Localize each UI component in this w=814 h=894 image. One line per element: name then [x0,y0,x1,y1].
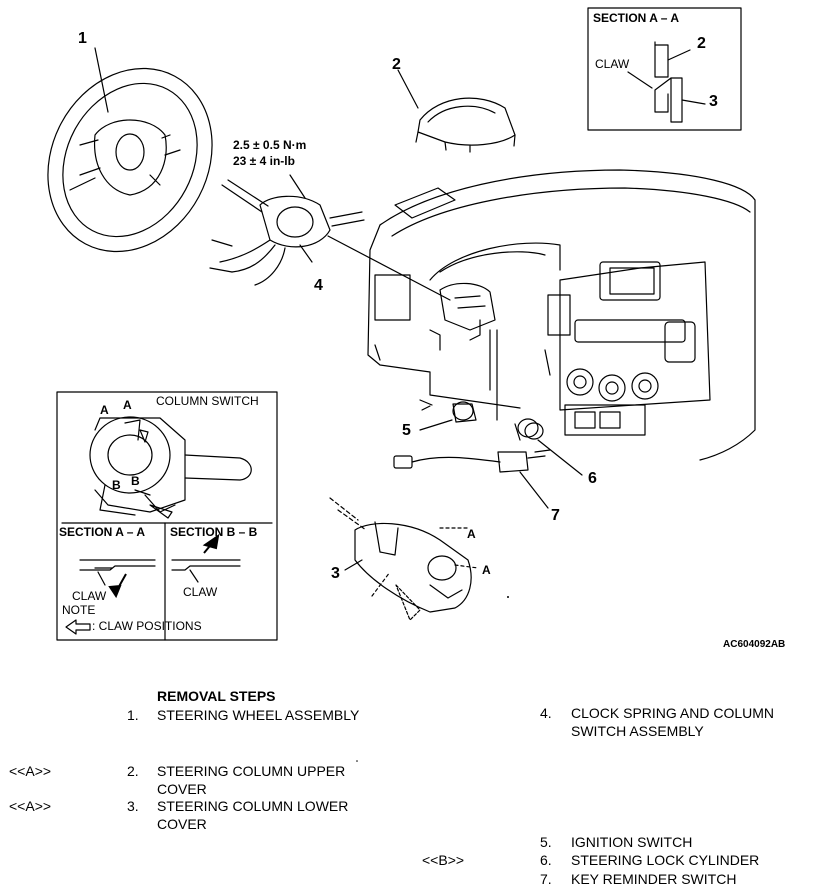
lock-cylinder-drawing [514,418,583,476]
step-mark: <<A>> [9,763,52,779]
callout-7: 7 [551,507,560,524]
step-number: 3. [127,798,139,814]
detail-column-switch: COLUMN SWITCH [156,394,259,408]
ignition-switch-drawing [419,399,477,431]
lower-cover-drawing [329,497,479,621]
section-aa-top-diagram [587,7,742,131]
step-number: 2. [127,763,139,779]
step-number: 4. [540,705,552,721]
step-text: IGNITION SWITCH [571,834,693,850]
step-text: STEERING COLUMN UPPER COVER [157,763,346,797]
cover-letter-a1: A [467,527,476,541]
callout-4: 4 [314,277,323,294]
detail-claw-left: CLAW [72,589,107,603]
section-aa-top-3: 3 [709,93,718,110]
detail-letter-b1: B [112,478,121,492]
step-number: 5. [540,834,552,850]
detail-claw-right: CLAW [183,585,218,599]
step-number: 6. [540,852,552,868]
detail-section-aa: SECTION A – A [59,525,146,539]
section-aa-top-claw: CLAW [595,57,630,71]
instrument-panel-drawing [327,169,756,461]
callout-6: 6 [588,470,597,487]
torque-inlb: 23 ± 4 in-lb [233,154,295,168]
detail-box-diagram [56,391,278,641]
step-number: 1. [127,707,139,723]
step-text: STEERING COLUMN LOWER COVER [157,798,349,832]
step-text: CLOCK SPRING AND COLUMN SWITCH ASSEMBLY [571,705,775,739]
removal-steps-title: REMOVAL STEPS [157,688,276,704]
arrow-b-icon [202,533,220,554]
figure-code: AC604092AB [723,639,786,650]
step-mark: <<A>> [9,798,52,814]
upper-cover-drawing [397,69,516,153]
column-switch-drawing [209,174,365,286]
step-mark: <<B>> [422,852,465,868]
callout-2: 2 [392,56,401,73]
detail-letter-a1: A [100,403,109,417]
section-aa-top-2: 2 [697,35,706,52]
detail-letter-b2: B [131,474,140,488]
torque-nm: 2.5 ± 0.5 N·m [233,138,307,152]
callout-1: 1 [78,30,87,47]
step-text: STEERING WHEEL ASSEMBLY [157,707,360,723]
step-text: STEERING LOCK CYLINDER [571,852,760,868]
detail-letter-a2: A [123,398,132,412]
callout-5: 5 [402,422,411,439]
steering-wheel-drawing [47,47,213,253]
step-number: 7. [540,871,552,887]
section-aa-top-title: SECTION A – A [593,11,680,25]
callout-3: 3 [331,565,340,582]
arrow-a-icon [108,573,127,599]
cover-letter-a2: A [482,563,491,577]
detail-note: NOTE [62,603,96,617]
key-reminder-switch-drawing [393,449,551,509]
step-text: KEY REMINDER SWITCH [571,871,737,887]
detail-section-bb: SECTION B – B [170,525,258,539]
detail-claw-positions: : CLAW POSITIONS [92,619,202,633]
